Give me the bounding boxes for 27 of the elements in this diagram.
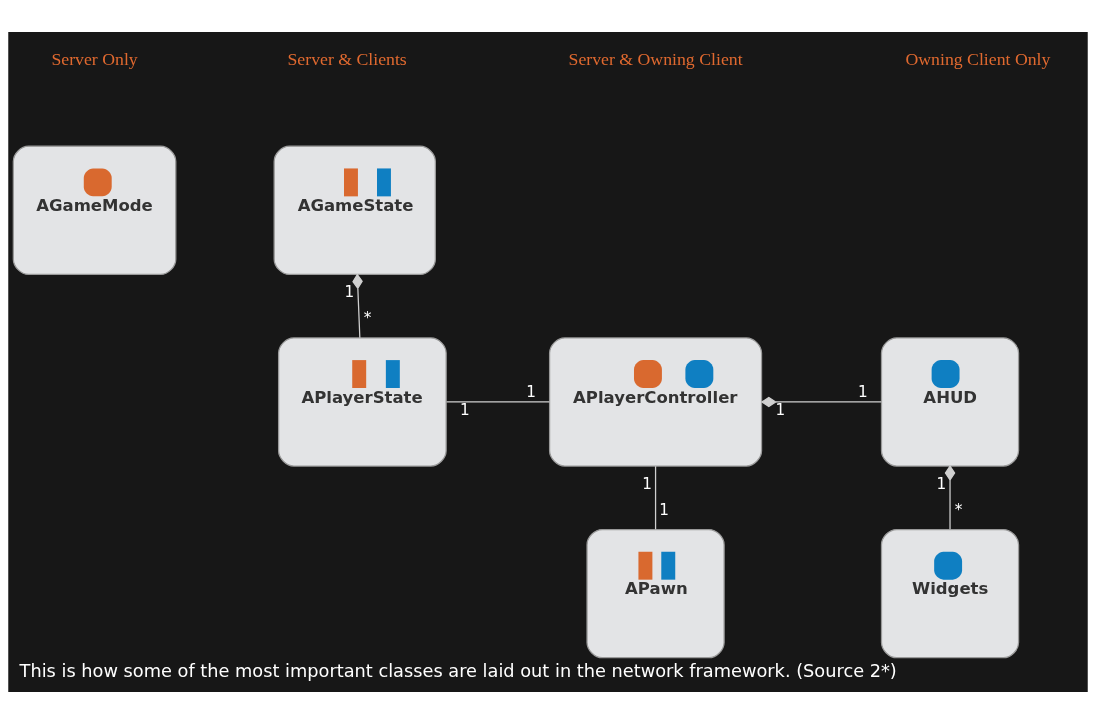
label: Owning Client Only (905, 48, 1051, 69)
connector (445, 401, 551, 403)
connector (654, 465, 657, 530)
label: Server Only (51, 48, 138, 69)
caption: This is how some of the most important classes are laid out in the network framework. (Source 2*) (19, 661, 897, 682)
node-box: APlayerController (548, 337, 763, 467)
label: 1 (344, 283, 355, 302)
node-box: AGameState (273, 145, 436, 276)
node-box: AHUD (880, 337, 1020, 467)
connector (944, 465, 956, 530)
label: 1 (936, 474, 947, 493)
connector (352, 273, 363, 339)
node-box: Widgets (880, 528, 1020, 659)
label: 1 (460, 400, 470, 419)
connector (760, 396, 882, 408)
label: 1 (775, 400, 786, 419)
label: Server & Clients (287, 48, 407, 69)
label: 1 (642, 474, 652, 493)
label: 1 (659, 500, 669, 519)
label: 1 (858, 383, 868, 402)
label: * (954, 500, 963, 519)
node-box: APawn (586, 528, 725, 659)
node-box: AGameMode (12, 145, 177, 276)
label: 1 (526, 383, 536, 402)
node-box: APlayerState (277, 337, 447, 467)
label: * (363, 308, 372, 327)
label: Server & Owning Client (568, 48, 743, 69)
